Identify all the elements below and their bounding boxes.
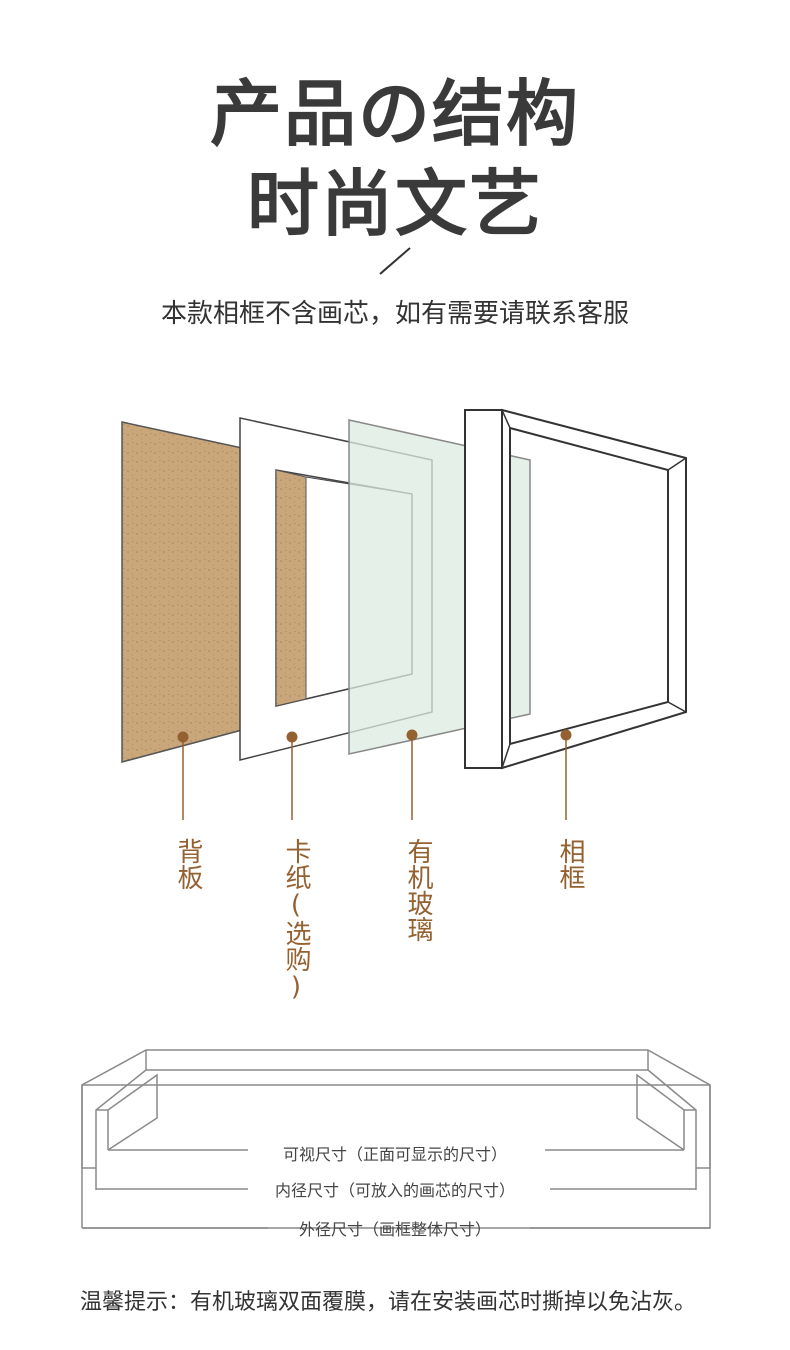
frame-size-diagram [81, 1049, 711, 1229]
label-acrylic-glass: 有机玻璃 [403, 838, 433, 942]
pointer-back-panel [177, 731, 189, 820]
pointer-card-paper [286, 731, 298, 820]
outer-size-label: 外径尺寸（画框整体尺寸） [298, 1220, 491, 1239]
label-back-panel: 背板 [173, 838, 203, 890]
page-title-line-2: 时尚文艺 [246, 162, 543, 246]
page-title-line-1: 产品の结构 [209, 72, 580, 156]
label-frame: 相框 [555, 838, 585, 890]
pointer-acrylic-glass [406, 729, 418, 820]
warm-tip: 温馨提示：有机玻璃双面覆膜，请在安装画芯时撕掉以免沾灰。 [80, 1290, 697, 1315]
visible-size-label: 可视尺寸（正面可显示的尺寸） [282, 1145, 507, 1164]
slash-divider [379, 247, 411, 275]
structure-diagram [121, 408, 687, 820]
subtitle: 本款相框不含画芯，如有需要请联系客服 [160, 299, 629, 329]
frame-layer [464, 408, 687, 770]
back-panel-layer [121, 421, 243, 763]
inner-size-label: 内径尺寸（可放入的画芯的尺寸） [274, 1181, 515, 1200]
pointer-frame [560, 729, 572, 820]
label-card-paper: 卡纸(选购) [281, 838, 311, 1002]
